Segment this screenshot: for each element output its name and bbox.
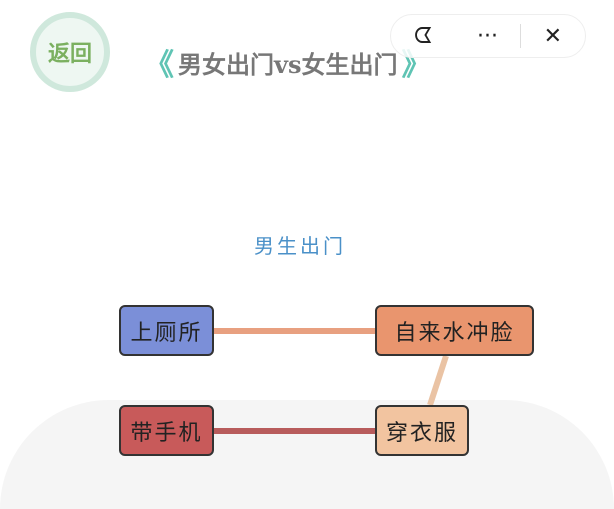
background-fan	[0, 400, 614, 509]
link-wash-dress	[427, 355, 449, 406]
node-label: 带手机	[130, 420, 203, 446]
node-label: 穿衣服	[385, 420, 458, 446]
node-wash-face[interactable]: 自来水冲脸	[375, 305, 534, 356]
divider	[519, 24, 521, 48]
more-icon[interactable]: ···	[477, 23, 498, 49]
back-button[interactable]: 返回	[30, 12, 110, 92]
prev-level-chevron[interactable]: 《	[144, 48, 174, 83]
node-label: 上厕所	[130, 320, 203, 346]
back-label: 返回	[47, 41, 92, 67]
title-text: 男女出门vs女生出门	[178, 49, 398, 79]
subtitle: 男生出门	[254, 234, 346, 258]
mini-program-capsule: ᗧ ··· ✕	[390, 14, 586, 58]
pacman-icon[interactable]: ᗧ	[414, 23, 433, 49]
node-phone[interactable]: 带手机	[119, 405, 214, 456]
node-label: 自来水冲脸	[394, 320, 515, 346]
close-icon[interactable]: ✕	[543, 23, 563, 49]
node-toilet[interactable]: 上厕所	[119, 305, 214, 356]
node-dress[interactable]: 穿衣服	[375, 405, 469, 456]
